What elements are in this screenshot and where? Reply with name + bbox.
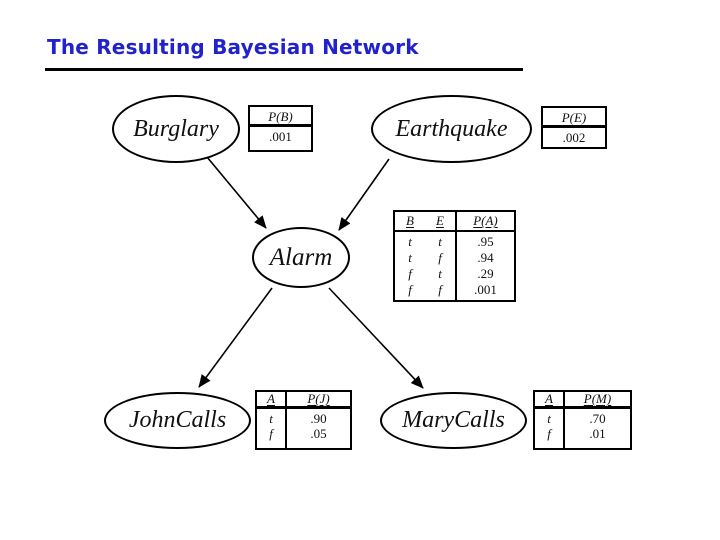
node-alarm-label: Alarm	[269, 243, 333, 271]
table-row: f	[269, 426, 273, 441]
cpt-table-johncalls: A t f P(J) .90 .05	[255, 390, 352, 450]
table-row: .70	[589, 411, 606, 426]
table-row: .94	[477, 250, 494, 265]
node-marycalls: MaryCalls	[380, 392, 527, 449]
table-row: .95	[477, 234, 494, 249]
prior-table-earthquake: P(E) .002	[541, 106, 607, 149]
cpt-alarm-prob-header: P(A)	[457, 212, 514, 232]
prior-table-earthquake-value: .002	[562, 130, 586, 145]
node-alarm: Alarm	[252, 227, 350, 288]
edge-burglary-alarm	[206, 156, 267, 229]
table-row: t t	[408, 234, 442, 249]
prior-table-burglary-header: P(B)	[250, 107, 311, 127]
title-underline	[45, 68, 523, 71]
prior-table-burglary-value: .001	[269, 129, 292, 144]
cpt-john-parent-header: A	[257, 391, 285, 409]
cpt-table-alarm: B E t t t f f t f f	[393, 210, 516, 302]
table-row: f t	[408, 266, 442, 281]
edge-alarm-marycalls	[328, 287, 424, 389]
edge-earthquake-alarm	[338, 158, 390, 231]
cpt-alarm-prob-column: P(A) .95 .94 .29 .001	[455, 212, 514, 300]
node-johncalls-label: JohnCalls	[128, 407, 227, 433]
prior-table-earthquake-header: P(E)	[543, 108, 605, 128]
cpt-john-prob-body: .90 .05	[287, 409, 350, 441]
cpt-john-parent-body: t f	[257, 409, 285, 441]
table-row: .01	[589, 426, 606, 441]
cpt-john-prob-header: P(J)	[287, 391, 350, 409]
edge-alarm-johncalls	[198, 287, 273, 388]
table-row: .29	[477, 266, 494, 281]
cpt-alarm-parents-column: B E t t t f f t f f	[395, 212, 455, 300]
table-row: .90	[310, 411, 327, 426]
table-row: t f	[408, 250, 442, 265]
cpt-mary-prob-column: P(M) .70 .01	[563, 391, 630, 448]
cpt-john-parent-column: A t f	[257, 391, 285, 448]
node-marycalls-label: MaryCalls	[402, 407, 505, 433]
node-earthquake-label: Earthquake	[395, 115, 508, 142]
cpt-alarm-header-pa: P(A)	[473, 213, 498, 228]
cpt-mary-parent-column: A t f	[535, 391, 563, 448]
page-title: The Resulting Bayesian Network	[47, 35, 419, 59]
cpt-john-header-pj: P(J)	[307, 391, 330, 406]
cpt-john-header-a: A	[267, 391, 275, 406]
cpt-alarm-header-b: B	[406, 213, 414, 228]
table-row: .05	[310, 426, 327, 441]
cpt-mary-parent-body: t f	[535, 409, 563, 441]
node-burglary: Burglary	[112, 95, 240, 163]
cpt-mary-header-a: A	[545, 391, 553, 406]
node-earthquake: Earthquake	[371, 95, 532, 163]
cpt-mary-header-pm: P(M)	[583, 391, 612, 406]
table-row: f f	[408, 282, 442, 297]
prior-table-burglary: P(B) .001	[248, 105, 313, 152]
cpt-mary-parent-header: A	[535, 391, 563, 409]
cpt-alarm-header-e: E	[436, 213, 444, 228]
node-johncalls: JohnCalls	[104, 392, 251, 449]
cpt-alarm-prob-body: .95 .94 .29 .001	[457, 232, 514, 298]
cpt-john-prob-column: P(J) .90 .05	[285, 391, 350, 448]
cpt-mary-prob-body: .70 .01	[565, 409, 630, 441]
table-row: f	[547, 426, 551, 441]
cpt-mary-prob-header: P(M)	[565, 391, 630, 409]
cpt-alarm-parents-header: B E	[395, 212, 455, 232]
cpt-table-marycalls: A t f P(M) .70 .01	[533, 390, 632, 450]
table-row: t	[269, 411, 273, 426]
table-row: t	[547, 411, 551, 426]
node-burglary-label: Burglary	[133, 115, 219, 142]
cpt-alarm-parents-body: t t t f f t f f	[395, 232, 455, 298]
table-row: .001	[474, 282, 497, 297]
